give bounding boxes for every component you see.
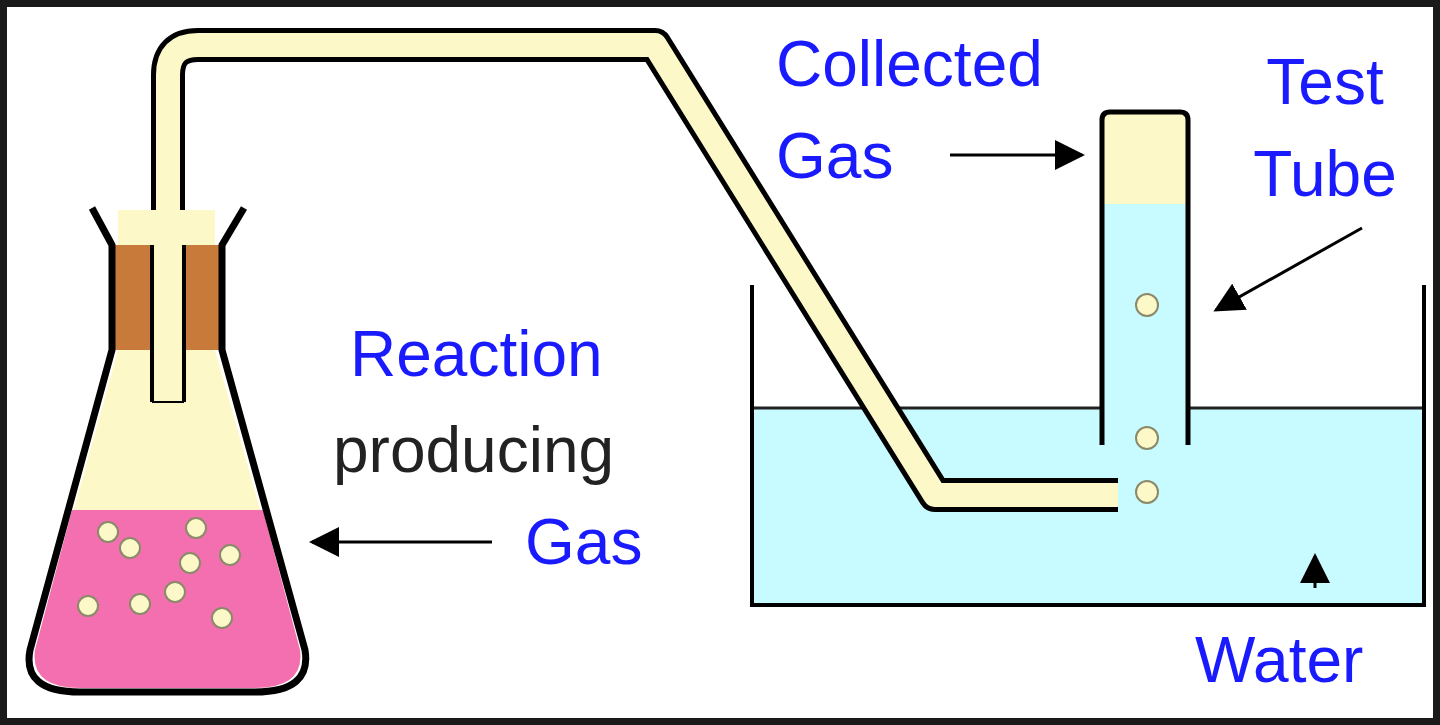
- delivery-tube: [168, 45, 1118, 495]
- test-tube: [1102, 112, 1188, 445]
- gas-bubbles: [78, 294, 1158, 628]
- reaction-liquid: [35, 510, 301, 688]
- callout-label: Gas: [525, 496, 725, 588]
- callout-label: Test Tube: [1225, 36, 1425, 220]
- callout-label: Collected Gas: [776, 18, 1116, 202]
- callout-label: Reaction: [350, 308, 690, 400]
- frame: [3, 3, 1437, 722]
- callout-label: producing: [333, 404, 713, 496]
- callout-label: Water: [1195, 614, 1430, 706]
- conical-flask: [29, 208, 306, 692]
- leader-arrows: [312, 155, 1362, 588]
